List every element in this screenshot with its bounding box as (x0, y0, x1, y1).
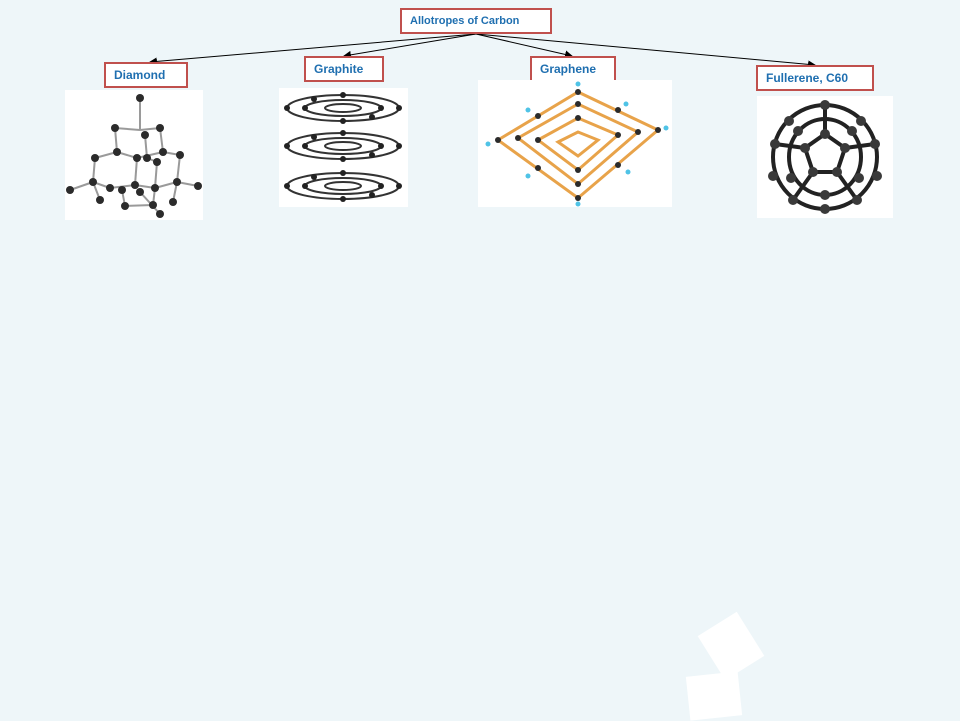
arrow-to-graphite (343, 33, 477, 59)
node-graphite: Graphite (304, 56, 384, 82)
arrow-to-fullerene (475, 33, 816, 69)
graphene-structure-icon (478, 80, 672, 207)
root-node-allotropes: Allotropes of Carbon (400, 8, 552, 34)
arrow-to-graphene (475, 33, 573, 59)
node-diamond: Diamond (104, 62, 188, 88)
decorative-square-bottom (685, 671, 743, 721)
diamond-structure-icon (65, 90, 203, 220)
arrow-to-diamond (149, 33, 477, 66)
fullerene-structure-icon (757, 96, 893, 218)
node-graphene: Graphene (530, 56, 616, 82)
graphite-structure-icon (279, 88, 408, 207)
node-fullerene: Fullerene, C60 (756, 65, 874, 91)
